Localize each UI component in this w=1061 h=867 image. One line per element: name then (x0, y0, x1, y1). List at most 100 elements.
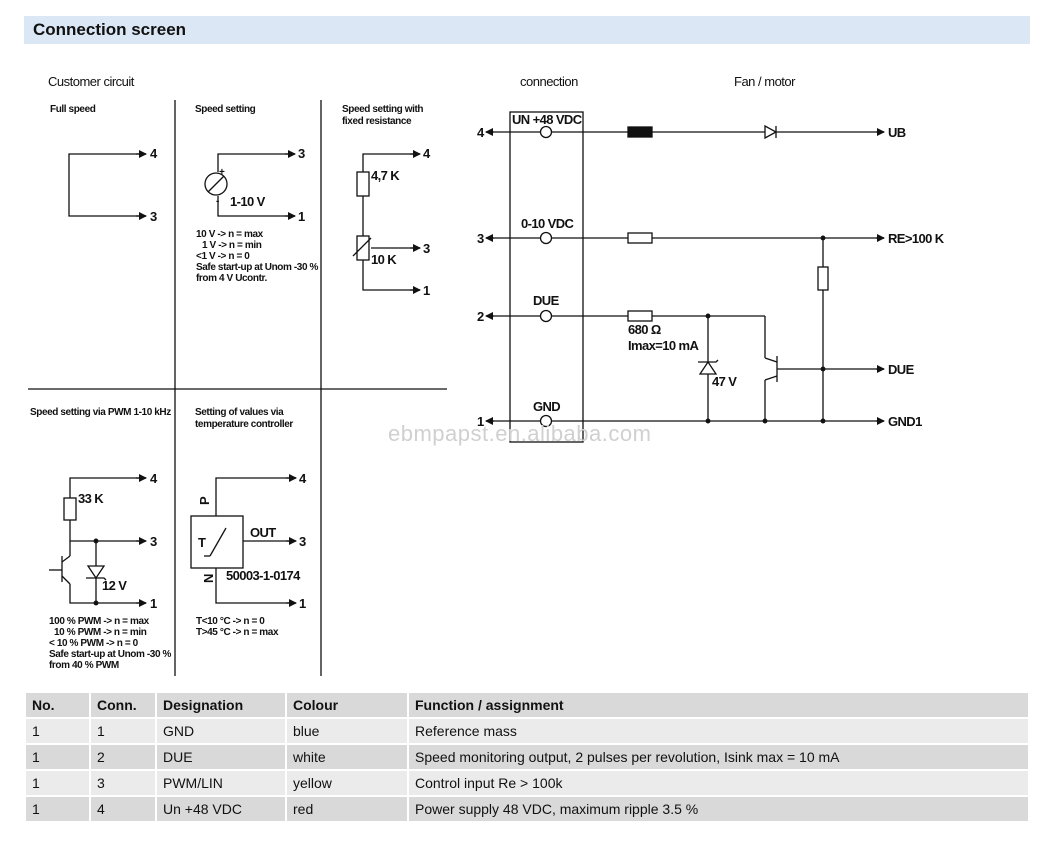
col-header-function: Function / assignment (409, 693, 1030, 717)
plus-sign: + (219, 167, 225, 178)
terminal-4-label: 4 (423, 146, 431, 161)
terminal-3-label: 3 (150, 534, 157, 549)
terminal-1-label: 1 (298, 209, 305, 224)
pwm-note: from 40 % PWM (49, 660, 119, 671)
table-cell: 2 (91, 743, 157, 769)
speed-note: from 4 V Ucontr. (196, 273, 267, 284)
pwm-note: < 10 % PWM -> n = 0 (49, 638, 139, 649)
col-header-no: No. (26, 693, 91, 717)
table-cell: PWM/LIN (157, 769, 287, 795)
table-cell: 1 (26, 769, 91, 795)
part-number: 50003-1-0174 (226, 568, 301, 583)
watermark: ebmpapst.en.alibaba.com (388, 421, 651, 446)
pwm-title: Speed setting via PWM 1-10 kHz (30, 407, 171, 418)
fixed-resistance-title: Speed setting with (342, 104, 423, 115)
connection-heading: connection (520, 74, 578, 89)
table-row: 1 4 Un +48 VDC red Power supply 48 VDC, … (26, 795, 1030, 821)
terminal-3-label: 3 (423, 241, 430, 256)
table-cell: 1 (26, 795, 91, 821)
terminal-3-label: 3 (477, 231, 484, 246)
terminal-1-label: 1 (423, 283, 430, 298)
speed-note: <1 V -> n = 0 (196, 251, 250, 262)
connector-block (509, 111, 584, 443)
terminal-4-label: 4 (150, 146, 158, 161)
wire-pin-2 (485, 309, 885, 421)
voltage-label: 1-10 V (230, 194, 266, 209)
gnd-connector-label: GND (533, 399, 560, 414)
speed-note: 10 V -> n = max (196, 229, 264, 240)
resistor-label: 33 K (78, 491, 104, 506)
col-header-colour: Colour (287, 693, 409, 717)
terminal-2-label: 2 (477, 309, 484, 324)
connection-table: No. Conn. Designation Colour Function / … (26, 693, 1030, 821)
table-row: 1 2 DUE white Speed monitoring output, 2… (26, 743, 1030, 769)
table-cell: 1 (26, 717, 91, 743)
table-header-row: No. Conn. Designation Colour Function / … (26, 693, 1030, 717)
minus-sign: - (216, 196, 219, 207)
page-title: Connection screen (33, 20, 187, 39)
terminal-1-label: 1 (477, 414, 484, 429)
pin-n-label: N (201, 574, 216, 583)
wire-pin-1 (485, 414, 885, 428)
table-row: 1 3 PWM/LIN yellow Control input Re > 10… (26, 769, 1030, 795)
gnd1-label: GND1 (888, 414, 922, 429)
zener-47v-label: 47 V (712, 374, 737, 389)
terminal-4-label: 4 (477, 125, 485, 140)
ub-label: UB (888, 125, 906, 140)
speed-note: Safe start-up at Unom -30 % (196, 262, 319, 273)
terminal-4-label: 4 (299, 471, 307, 486)
table-row: 1 1 GND blue Reference mass (26, 717, 1030, 743)
terminal-1-label: 1 (150, 596, 157, 611)
thermistor-t-label: T (198, 535, 206, 550)
table-cell: 1 (26, 743, 91, 769)
resistor-680-label: 680 Ω (628, 322, 661, 337)
table-cell: yellow (287, 769, 409, 795)
zener-label: 12 V (102, 578, 127, 593)
temperature-title: temperature controller (195, 419, 293, 430)
control-voltage-label: 0-10 VDC (521, 216, 574, 231)
wire-pin-3 (485, 231, 885, 421)
table-cell: Un +48 VDC (157, 795, 287, 821)
table-cell: 3 (91, 769, 157, 795)
pwm-note: 10 % PWM -> n = min (54, 627, 147, 638)
customer-circuit-heading: Customer circuit (48, 74, 135, 89)
terminal-3-label: 3 (150, 209, 157, 224)
pwm-note: Safe start-up at Unom -30 % (49, 649, 172, 660)
resistor-label: 4,7 K (371, 168, 400, 183)
table-cell: GND (157, 717, 287, 743)
temperature-note: T>45 °C -> n = max (196, 627, 279, 638)
table-cell: DUE (157, 743, 287, 769)
un-label: UN +48 VDC (512, 112, 583, 127)
pin-p-label: P (197, 496, 212, 505)
table-cell: Control input Re > 100k (409, 769, 1030, 795)
fixed-resistance-title: fixed resistance (342, 116, 412, 127)
table-cell: Power supply 48 VDC, maximum ripple 3.5 … (409, 795, 1030, 821)
wire-pin-4 (485, 124, 885, 140)
table-cell: Reference mass (409, 717, 1030, 743)
col-header-conn: Conn. (91, 693, 157, 717)
out-label: OUT (250, 525, 276, 540)
temperature-controller-circuit (190, 474, 297, 607)
fan-motor-heading: Fan / motor (734, 74, 796, 89)
full-speed-title: Full speed (50, 104, 96, 115)
terminal-3-label: 3 (299, 534, 306, 549)
fixed-resistance-circuit (352, 150, 421, 294)
terminal-3-label: 3 (298, 146, 305, 161)
full-speed-circuit (68, 150, 147, 220)
table-cell: Speed monitoring output, 2 pulses per re… (409, 743, 1030, 769)
terminal-1-label: 1 (299, 596, 306, 611)
speed-note: 1 V -> n = min (202, 240, 262, 251)
connection-diagram: Customer circuit connection Fan / motor … (28, 74, 945, 676)
terminal-4-label: 4 (150, 471, 158, 486)
pwm-circuit (49, 474, 147, 607)
section-header: Connection screen (24, 16, 1030, 44)
table-cell: 1 (91, 717, 157, 743)
table-cell: white (287, 743, 409, 769)
re-label: RE>100 K (888, 231, 945, 246)
due-connector-label: DUE (533, 293, 560, 308)
table-cell: red (287, 795, 409, 821)
pwm-note: 100 % PWM -> n = max (49, 616, 150, 627)
temperature-title: Setting of values via (195, 407, 284, 418)
due-output-label: DUE (888, 362, 915, 377)
speed-setting-circuit (204, 150, 296, 220)
